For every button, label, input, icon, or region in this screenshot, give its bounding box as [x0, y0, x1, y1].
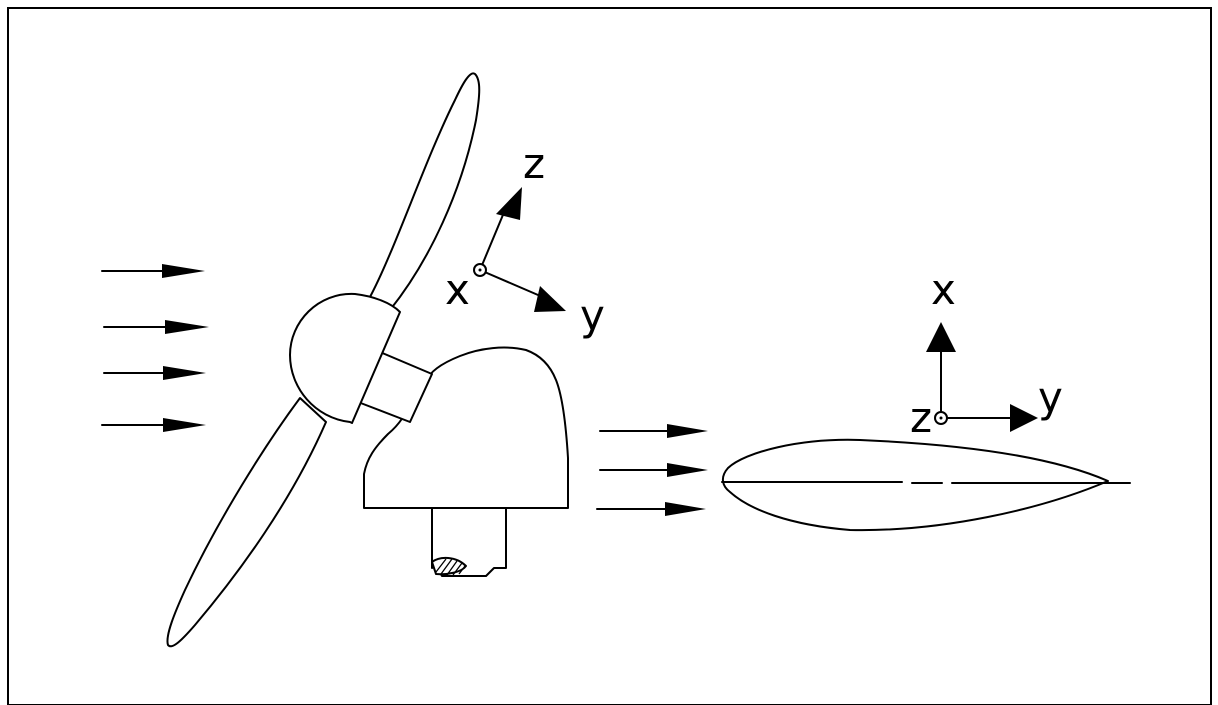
- incoming-wind-arrows: [101, 264, 209, 432]
- turbine-x-label: x: [445, 265, 470, 314]
- rotor-blade-lower: [166, 397, 327, 648]
- wind-arrow: [103, 320, 209, 334]
- wind-arrow: [101, 264, 205, 278]
- turbine-z-label: z: [523, 139, 545, 188]
- wind-arrow: [103, 366, 206, 380]
- flow-arrow: [596, 502, 706, 516]
- rotor-blade-upper: [369, 72, 481, 311]
- chord-line: [721, 481, 1131, 484]
- flow-arrow: [599, 463, 708, 477]
- wind-turbine: [166, 72, 569, 648]
- airfoil-axes: x y z: [910, 265, 1063, 442]
- airfoil-profile: [722, 438, 1109, 532]
- flow-arrow: [599, 424, 708, 438]
- wind-arrow: [101, 418, 206, 432]
- z-axis-arrowhead: [496, 187, 522, 220]
- section-hatch: [435, 558, 466, 576]
- airfoil-z-label: z: [910, 393, 932, 442]
- airfoil-section: [721, 438, 1131, 532]
- y-axis-arrowhead: [534, 286, 566, 312]
- airfoil-y-label: y: [1038, 373, 1063, 422]
- rotor-hub: [289, 292, 401, 424]
- airfoil-x-arrowhead: [926, 322, 956, 352]
- tower-stub: [431, 507, 507, 577]
- turbine-axes: z x y: [445, 139, 605, 340]
- figure-border: [7, 7, 1212, 705]
- turbine-y-label: y: [580, 291, 605, 340]
- nacelle: [363, 346, 569, 509]
- airfoil-x-label: x: [931, 265, 956, 314]
- outflow-arrows: [596, 424, 708, 516]
- airfoil-y-arrowhead: [1010, 404, 1038, 432]
